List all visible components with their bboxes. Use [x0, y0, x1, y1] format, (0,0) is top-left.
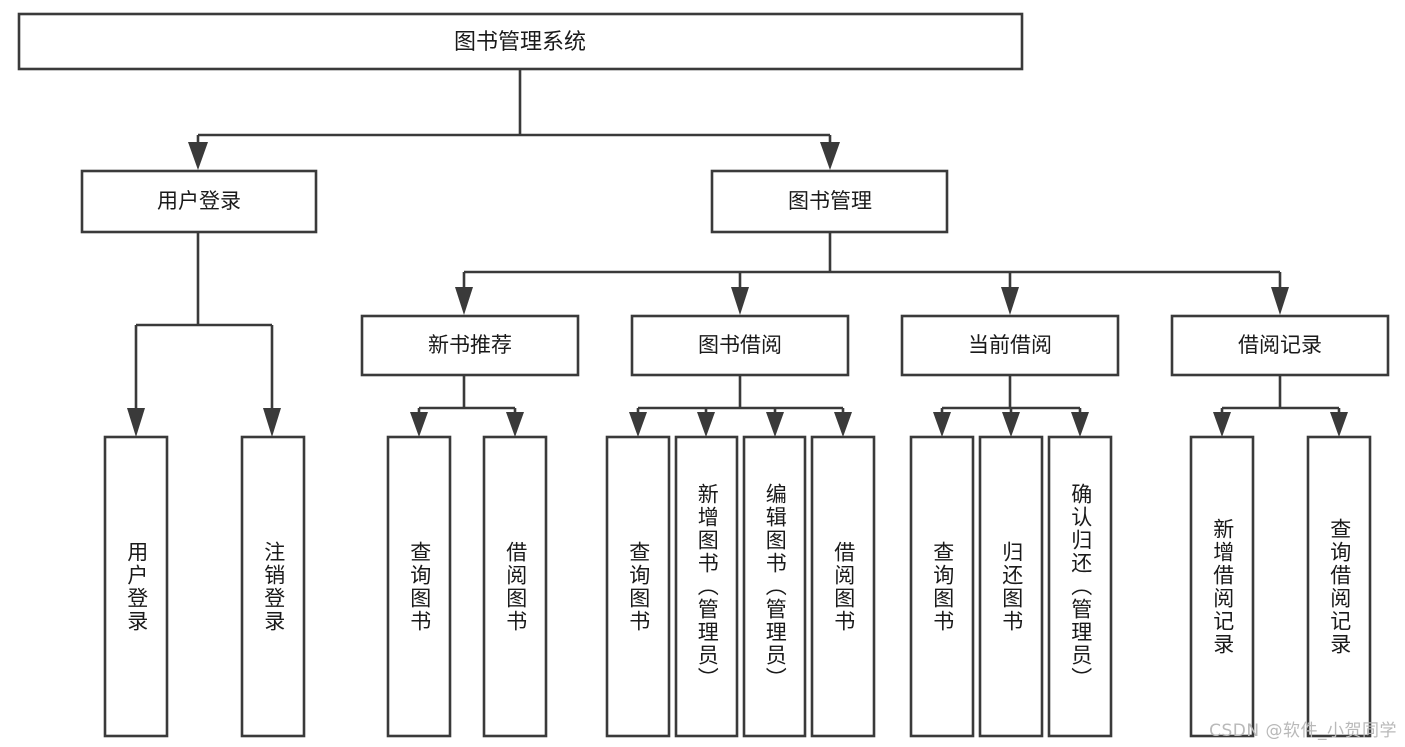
arrow-head-level3-4 [1271, 287, 1289, 315]
arrow-head-leaf-currentborrow-2 [1002, 412, 1020, 437]
node-borrow-record-label: 借阅记录 [1238, 333, 1322, 357]
connector-group-newbook [410, 376, 524, 437]
arrow-head-leaf-currentborrow-1 [933, 412, 951, 437]
node-book-management-label: 图书管理 [788, 189, 872, 213]
node-new-book-recommend-label: 新书推荐 [428, 333, 512, 357]
node-leaf-book-borrow-1-box[interactable] [605, 435, 671, 738]
arrow-head-level3-2 [731, 287, 749, 315]
arrow-head-leaf-newbook-1 [410, 412, 428, 437]
node-book-borrow[interactable]: 图书借阅 [630, 314, 850, 377]
node-leaf-new-book-1-box[interactable] [386, 435, 452, 738]
arrow-head-userlogin [188, 142, 208, 170]
connector-group-userlogin [127, 233, 281, 437]
node-leaf-book-borrow-3-box[interactable] [742, 435, 807, 738]
arrow-head-bookmgmt [820, 142, 840, 170]
watermark: CSDN @软件_小贺同学 [1209, 721, 1397, 741]
node-current-borrow-box[interactable] [900, 314, 1120, 377]
connector-group-currentborrow [933, 376, 1089, 437]
node-leaf-current-borrow-1-box[interactable] [909, 435, 975, 738]
node-leaf-book-borrow-4-box[interactable] [810, 435, 876, 738]
node-book-management-box[interactable] [710, 169, 949, 234]
arrow-head-leaf-bookborrow-1 [629, 412, 647, 437]
node-leaf-book-borrow-2-box[interactable] [674, 435, 739, 738]
node-new-book-recommend[interactable]: 新书推荐 [360, 314, 580, 377]
node-leaf-borrow-record-1-box[interactable] [1189, 435, 1255, 738]
node-leaf-user-login-2-box[interactable] [240, 435, 306, 738]
node-book-borrow-box[interactable] [630, 314, 850, 377]
node-root-box[interactable] [17, 12, 1024, 71]
arrow-head-leaf-currentborrow-3 [1071, 412, 1089, 437]
connector-group-bookborrow [629, 376, 852, 437]
arrow-head-leaf-newbook-2 [506, 412, 524, 437]
connector-group-root [188, 69, 840, 170]
node-current-borrow-label: 当前借阅 [968, 333, 1052, 357]
node-book-management[interactable]: 图书管理 [710, 169, 949, 234]
node-leaf-new-book-2-box[interactable] [482, 435, 548, 738]
node-leaf-borrow-record-2-box[interactable] [1306, 435, 1372, 738]
node-new-book-recommend-box[interactable] [360, 314, 580, 377]
node-borrow-record[interactable]: 借阅记录 [1170, 314, 1390, 377]
node-leaf-current-borrow-3-box[interactable] [1047, 435, 1113, 738]
arrow-head-leaf-borrowrecord-2 [1330, 412, 1348, 437]
arrow-head-leaf-bookborrow-4 [834, 412, 852, 437]
node-leaf-user-login-1-box[interactable] [103, 435, 169, 738]
arrow-head-level3-1 [455, 287, 473, 315]
node-current-borrow[interactable]: 当前借阅 [900, 314, 1120, 377]
arrow-head-leaf-bookborrow-2 [697, 412, 715, 437]
arrow-head-leaf-bookborrow-3 [766, 412, 784, 437]
node-root-label: 图书管理系统 [454, 30, 586, 55]
connector-group-borrowrecord [1213, 376, 1348, 437]
arrow-head-leaf-userlogin-2 [263, 408, 281, 437]
node-leaf-current-borrow-2-box[interactable] [978, 435, 1044, 738]
arrow-head-leaf-userlogin-1 [127, 408, 145, 437]
arrow-head-leaf-borrowrecord-1 [1213, 412, 1231, 437]
node-root[interactable]: 图书管理系统 [17, 12, 1024, 71]
node-borrow-record-box[interactable] [1170, 314, 1390, 377]
connector-group-bookmgmt [455, 233, 1289, 315]
node-user-login[interactable]: 用户登录 [80, 169, 318, 234]
node-book-borrow-label: 图书借阅 [698, 333, 782, 357]
arrow-head-level3-3 [1001, 287, 1019, 315]
node-user-login-label: 用户登录 [157, 189, 241, 213]
node-user-login-box[interactable] [80, 169, 318, 234]
